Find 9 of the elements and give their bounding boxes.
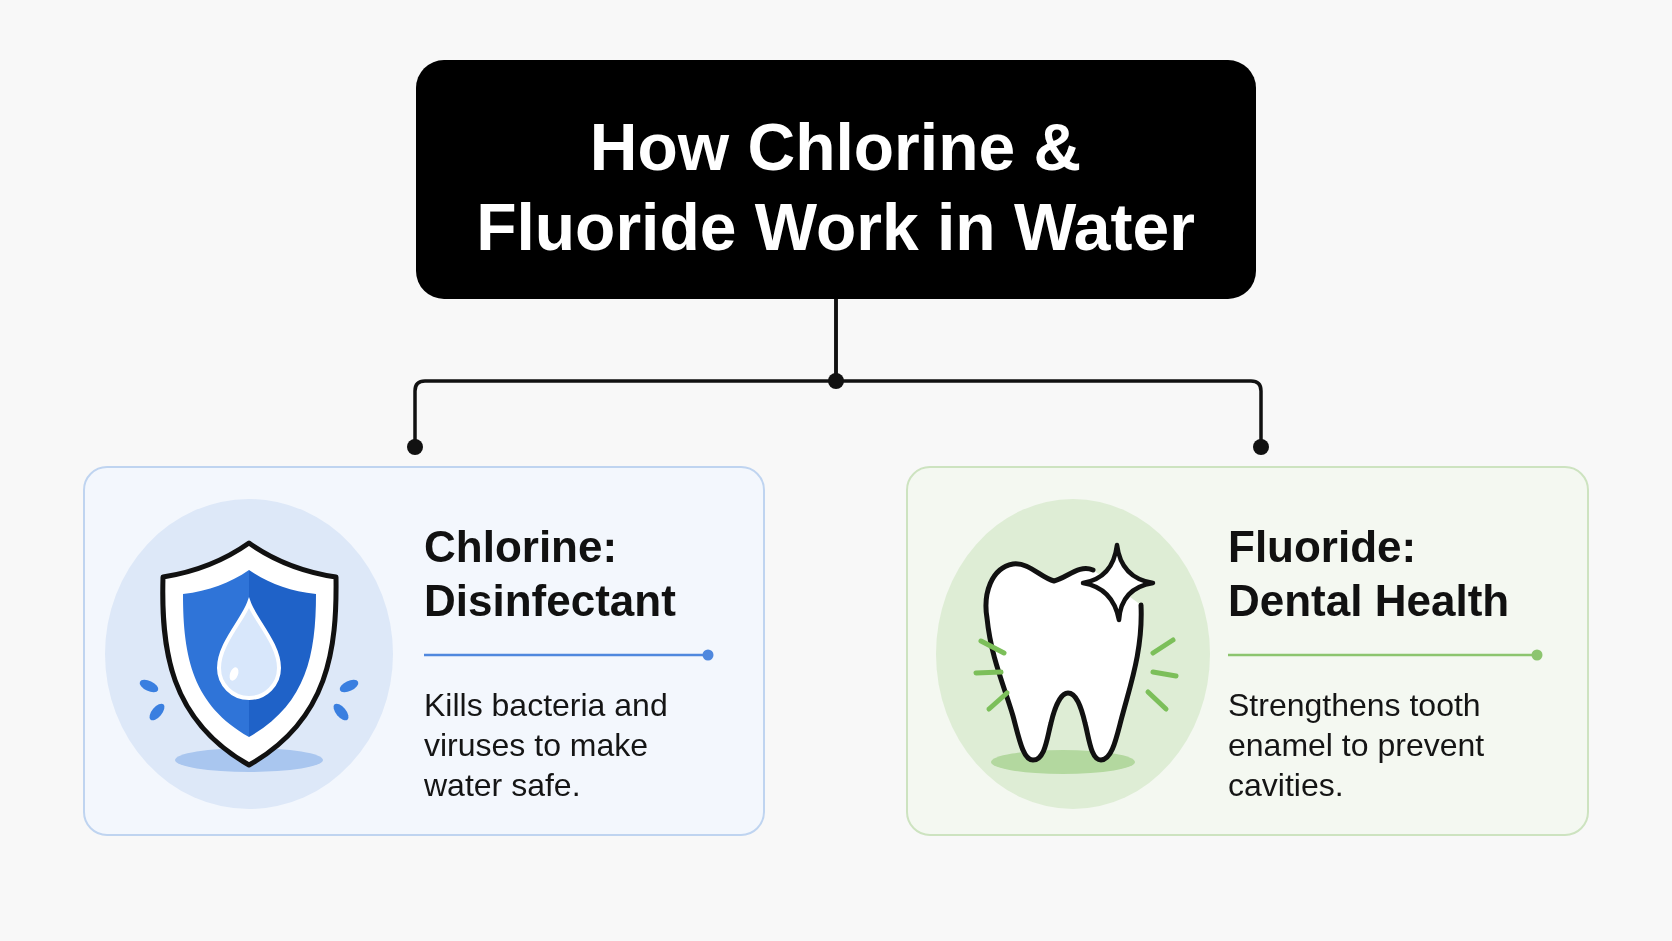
card-description: Strengthens tooth enamel to prevent cavities.	[1228, 686, 1486, 805]
info-card	[906, 466, 1589, 836]
info-card	[83, 466, 765, 836]
card-heading: Chlorine: Disinfectant	[424, 521, 677, 627]
title-box	[416, 60, 1256, 299]
title-text: How Chlorine & Fluoride Work in Water	[475, 109, 1196, 266]
card-heading: Fluoride: Dental Health	[1228, 521, 1511, 627]
connector	[834, 299, 1269, 455]
card-description: Kills bacteria and viruses to make water safe.	[424, 686, 669, 805]
